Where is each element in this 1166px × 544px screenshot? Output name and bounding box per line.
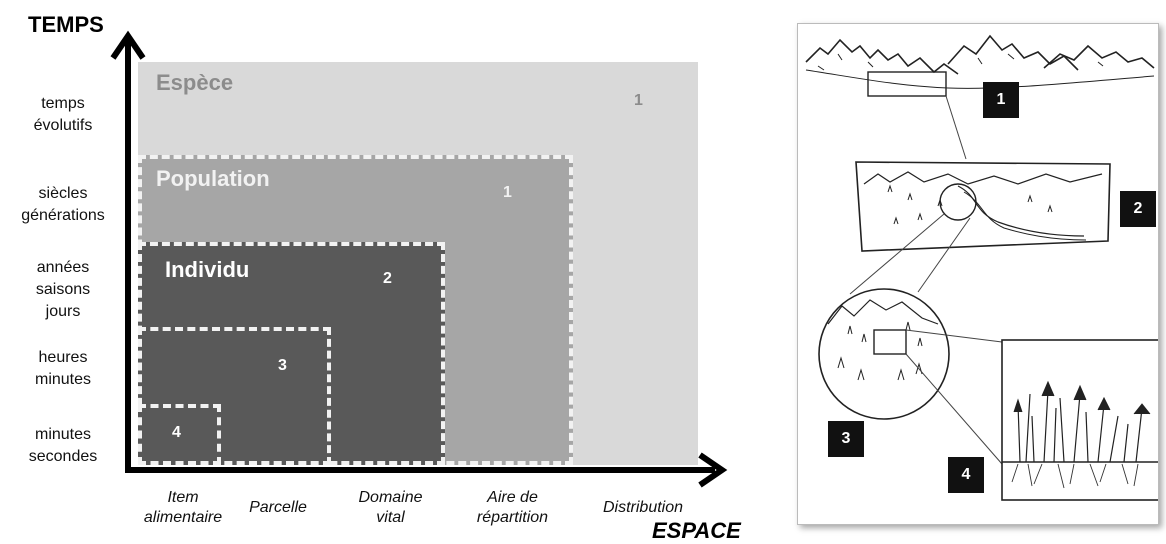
x-axis-title: ESPACE	[652, 518, 741, 543]
level-individu-number: 2	[383, 270, 392, 287]
level-population-label: Population	[156, 166, 270, 191]
space-label-food-item: Item alimentaire	[143, 489, 223, 526]
zoom-frame-1	[867, 71, 947, 97]
level-population-number: 1	[503, 184, 512, 201]
vegetation-panel-sketch	[1001, 339, 1158, 501]
time-label-centuries: siècles générations	[21, 185, 105, 224]
zoom-frame-3	[873, 329, 907, 355]
y-axis-title: TEMPS	[28, 12, 104, 37]
space-label-home-range: Domaine vital	[358, 489, 423, 526]
connector-2-3a	[849, 213, 945, 295]
level-espece-number: 1	[634, 92, 643, 109]
landscape-illustration	[805, 34, 1158, 501]
scale-badge-2: 2	[1120, 191, 1156, 227]
y-axis-arrowhead	[110, 30, 146, 60]
time-label-seconds: minutes secondes	[28, 426, 98, 465]
scale-badge-3: 3	[828, 421, 864, 457]
level-3-number: 3	[278, 357, 287, 374]
time-label-hours: heures minutes	[34, 349, 92, 388]
axes	[110, 30, 728, 488]
connector-3-4a	[905, 329, 1003, 343]
x-axis-arrowhead	[698, 452, 728, 488]
level-espece-label: Espèce	[156, 70, 234, 95]
connector-3-4b	[905, 353, 1003, 465]
connector-2-3b	[917, 217, 971, 293]
space-label-plot: Parcelle	[249, 499, 307, 516]
level-4-number: 4	[172, 424, 181, 441]
level-4-box	[138, 404, 221, 465]
time-label-years: années saisons jours	[35, 259, 91, 320]
mountain-range-sketch	[805, 34, 1155, 89]
time-label-evolutionary: temps évolutifs	[33, 95, 93, 134]
space-label-distribution: Distribution	[602, 499, 684, 516]
scale-badge-4: 4	[948, 457, 984, 493]
space-label-range-area: Aire de répartition	[476, 489, 549, 526]
zoom-circle-2	[939, 183, 977, 221]
valley-panel-sketch	[855, 161, 1111, 252]
level-individu-label: Individu	[165, 257, 250, 282]
landscape-illustration-panel: 1 2 3 4	[797, 23, 1159, 525]
scale-badge-1: 1	[983, 82, 1019, 118]
connector-1-2	[945, 95, 967, 160]
